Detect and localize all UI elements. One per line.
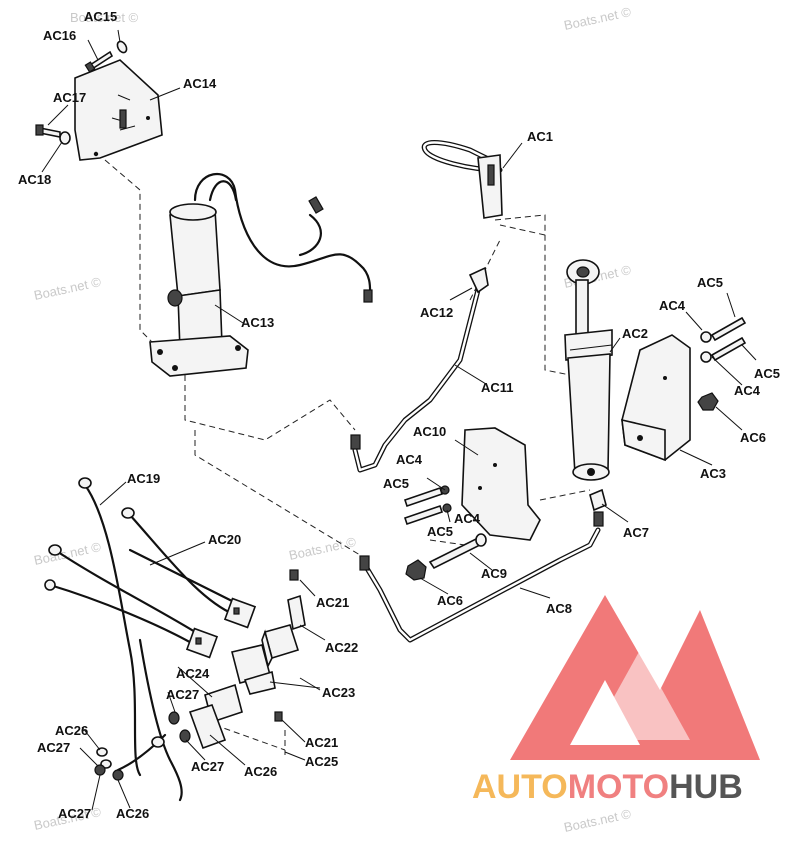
fasteners-ac26-ac27	[94, 736, 165, 781]
label-ac5: AC5	[383, 476, 409, 491]
label-ac27: AC27	[58, 806, 91, 821]
label-ac15: AC15	[84, 9, 117, 24]
motor-ac13	[149, 172, 373, 377]
cylinder-ac2	[564, 259, 613, 481]
tube-ac8	[359, 488, 607, 643]
label-ac5: AC5	[754, 366, 780, 381]
nut-ac6	[405, 559, 427, 581]
washer-ac15	[116, 40, 128, 54]
label-ac25: AC25	[305, 754, 338, 769]
bracket-ac3	[621, 334, 691, 462]
washer-ac4	[700, 351, 712, 363]
label-ac27: AC27	[191, 759, 224, 774]
watermark: Boats.net ©	[33, 274, 103, 303]
label-ac13: AC13	[241, 315, 274, 330]
label-ac14: AC14	[183, 76, 217, 91]
label-ac8: AC8	[546, 601, 572, 616]
washer-ac4	[700, 331, 712, 343]
label-ac18: AC18	[18, 172, 51, 187]
pin-ac9	[405, 533, 487, 581]
label-ac27: AC27	[166, 687, 199, 702]
label-ac4: AC4	[734, 383, 761, 398]
label-ac20: AC20	[208, 532, 241, 547]
watermark: Boats.net ©	[563, 4, 633, 33]
logo-text-moto: MOTO	[568, 768, 669, 806]
label-ac26: AC26	[116, 806, 149, 821]
label-ac6: AC6	[740, 430, 766, 445]
label-ac5: AC5	[427, 524, 453, 539]
label-ac4: AC4	[659, 298, 686, 313]
label-ac7: AC7	[623, 525, 649, 540]
watermark: Boats.net ©	[563, 806, 633, 835]
watermark: Boats.net ©	[33, 539, 103, 568]
label-ac17: AC17	[53, 90, 86, 105]
svg-text:AUTOMOTOHUB: AUTOMOTOHUB	[472, 768, 743, 806]
label-ac21: AC21	[305, 735, 338, 750]
bracket-ac14	[74, 59, 163, 161]
leader-lines	[41, 29, 757, 811]
bolt-ac17	[35, 124, 71, 145]
label-ac27: AC27	[37, 740, 70, 755]
label-ac4: AC4	[454, 511, 481, 526]
bolts-ac5-lower	[403, 485, 452, 526]
logo-text-auto: AUTO	[472, 768, 568, 806]
hose-ac11	[350, 266, 489, 473]
automotohub-logo: AUTOMOTOHUB	[472, 595, 760, 806]
fitting-ac7	[589, 488, 607, 512]
bracket-ac1	[421, 140, 503, 219]
label-ac19: AC19	[127, 471, 160, 486]
label-ac24: AC24	[176, 666, 210, 681]
label-ac26: AC26	[55, 723, 88, 738]
logo-text-hub: HUB	[669, 768, 743, 806]
label-ac1: AC1	[527, 129, 553, 144]
watermark: Boats.net ©	[70, 10, 139, 25]
part-labels: AC15 AC16 AC14 AC17 AC18 AC1 AC5 AC4 AC2…	[18, 9, 780, 821]
label-ac26: AC26	[244, 764, 277, 779]
bracket-ac10	[461, 427, 541, 541]
label-ac2: AC2	[622, 326, 648, 341]
label-ac3: AC3	[700, 466, 726, 481]
bracket-ac21	[274, 569, 306, 722]
fitting-ac12	[468, 266, 489, 294]
harness-ac19-ac20	[44, 477, 257, 802]
label-ac12: AC12	[420, 305, 453, 320]
label-ac6: AC6	[437, 593, 463, 608]
nut-ac6	[697, 392, 719, 411]
label-ac4: AC4	[396, 452, 423, 467]
label-ac5: AC5	[697, 275, 723, 290]
switch-ac24	[168, 683, 243, 750]
label-ac21: AC21	[316, 595, 349, 610]
label-ac22: AC22	[325, 640, 358, 655]
label-ac11: AC11	[481, 380, 514, 395]
logo-mark-cutout	[590, 650, 690, 740]
label-ac9: AC9	[481, 566, 507, 581]
bolts-ac5-upper	[697, 316, 747, 411]
relay-ac23	[231, 644, 276, 695]
bolt-ac16	[84, 40, 128, 73]
watermark: Boats.net ©	[288, 534, 358, 563]
washer-ac18	[59, 131, 71, 145]
label-ac23: AC23	[322, 685, 355, 700]
label-ac10: AC10	[413, 424, 446, 439]
relay-ac22	[261, 624, 300, 669]
label-ac16: AC16	[43, 28, 76, 43]
